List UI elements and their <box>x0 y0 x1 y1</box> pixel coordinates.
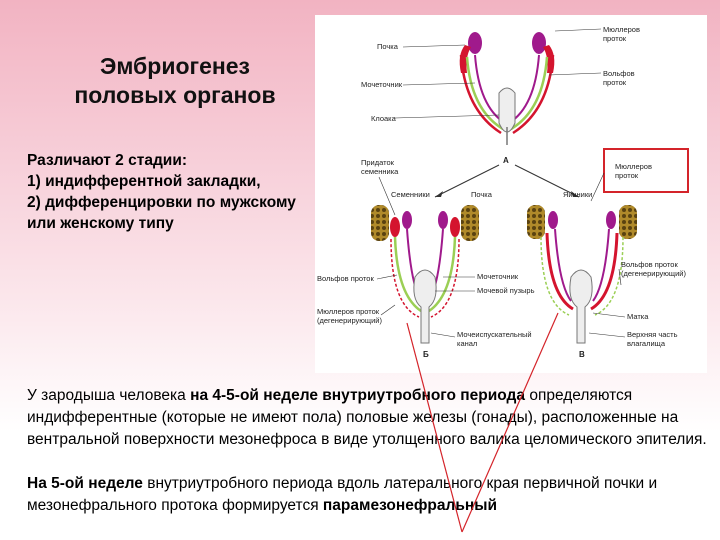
stages-intro: Различают 2 стадии: <box>27 152 188 169</box>
bladder-b <box>413 269 437 344</box>
p2-bold-2: 5 <box>51 475 60 492</box>
label-urethra-1: Мочеиспускательный <box>457 330 532 339</box>
label-wolff-left: Вольфов проток <box>317 274 374 283</box>
testis-left <box>371 205 389 241</box>
title-line-1: Эмбриогенез <box>99 53 250 79</box>
arrow-left <box>434 164 500 198</box>
label-vagina-1: Верхняя часть <box>627 330 678 339</box>
figure-svg: Почка Мочеточник Клоака Мюллеров проток … <box>317 25 689 359</box>
label-wolff-top-1: Вольфов <box>603 69 635 78</box>
label-kidney-mid: Почка <box>471 190 493 199</box>
letter-v: В <box>579 350 585 359</box>
label-ureter-mid: Мочеточник <box>477 272 519 281</box>
embryogenesis-figure: Почка Мочеточник Клоака Мюллеров проток … <box>315 15 707 373</box>
cloaca-shape <box>498 87 516 133</box>
p1-bold-2: 4-5 <box>212 387 235 404</box>
label-muller-top-2: проток <box>603 34 627 43</box>
p2-bold-4: парамезонефральный <box>322 497 497 514</box>
p2-bold-1: На <box>27 475 52 492</box>
kidney-right-a <box>532 32 546 54</box>
label-epididymis-2: семенника <box>361 167 399 176</box>
arrow-right <box>514 164 580 198</box>
label-wolff-degen-1: Вольфов проток <box>621 260 678 269</box>
body-text: У зародыша человека на 4-5-ой неделе вну… <box>27 385 707 517</box>
stages-list: Различают 2 стадии: 1) индифферентной за… <box>27 150 312 234</box>
label-muller-degen-1: Мюллеров проток <box>317 307 380 316</box>
ovary-right <box>619 205 637 239</box>
p2-bold-3: -ой неделе <box>59 475 143 492</box>
diagram-b: Б Придаток семенника Семенники Почка Вол… <box>317 158 532 359</box>
slide-title: Эмбриогенез половых органов <box>40 52 310 110</box>
label-urethra-2: канал <box>457 339 477 348</box>
p1-bold-1: на <box>190 387 213 404</box>
muller-duct-box <box>603 148 689 193</box>
bladder-v <box>569 269 593 344</box>
stage-item-1: 1) индифферентной закладки, <box>27 173 261 190</box>
label-testes: Семенники <box>391 190 430 199</box>
label-bladder: Мочевой пузырь <box>477 286 535 295</box>
label-kidney-top: Почка <box>377 42 399 51</box>
label-muller-degen-2: (дегенерирующий) <box>317 316 382 325</box>
label-vagina-2: влагалища <box>627 339 666 348</box>
label-muller-boxed-1: Мюллеров <box>615 162 652 171</box>
label-muller-boxed-2: проток <box>615 171 639 180</box>
title-line-2: половых органов <box>74 82 276 108</box>
diagram-a: Почка Мочеточник Клоака Мюллеров проток … <box>361 25 640 165</box>
stage-item-2: 2) дифференцировки по мужскому или женск… <box>27 194 296 232</box>
kidney-left-a <box>468 32 482 54</box>
label-wolff-top-2: проток <box>603 78 627 87</box>
ovary-left <box>527 205 545 239</box>
testis-right <box>461 205 479 241</box>
label-cloaca: Клоака <box>371 114 397 123</box>
diagram-v: В Яичники Вольфов проток (дегенерирующий… <box>527 190 686 359</box>
label-muller-top-1: Мюллеров <box>603 25 640 34</box>
label-uterus: Матка <box>627 312 649 321</box>
label-epididymis-1: Придаток <box>361 158 395 167</box>
label-ureter: Мочеточник <box>361 80 403 89</box>
paragraph-1: У зародыша человека на 4-5-ой неделе вну… <box>27 385 707 451</box>
label-ovaries: Яичники <box>563 190 592 199</box>
letter-b: Б <box>423 350 429 359</box>
p1-text-1: У зародыша человека <box>27 387 191 404</box>
letter-a: А <box>503 156 509 165</box>
label-wolff-degen-2: (дегенерирующий) <box>621 269 686 278</box>
paragraph-2: На 5-ой неделе внутриутробного периода в… <box>27 473 707 517</box>
p1-bold-3: -ой неделе внутриутробного периода <box>234 387 526 404</box>
